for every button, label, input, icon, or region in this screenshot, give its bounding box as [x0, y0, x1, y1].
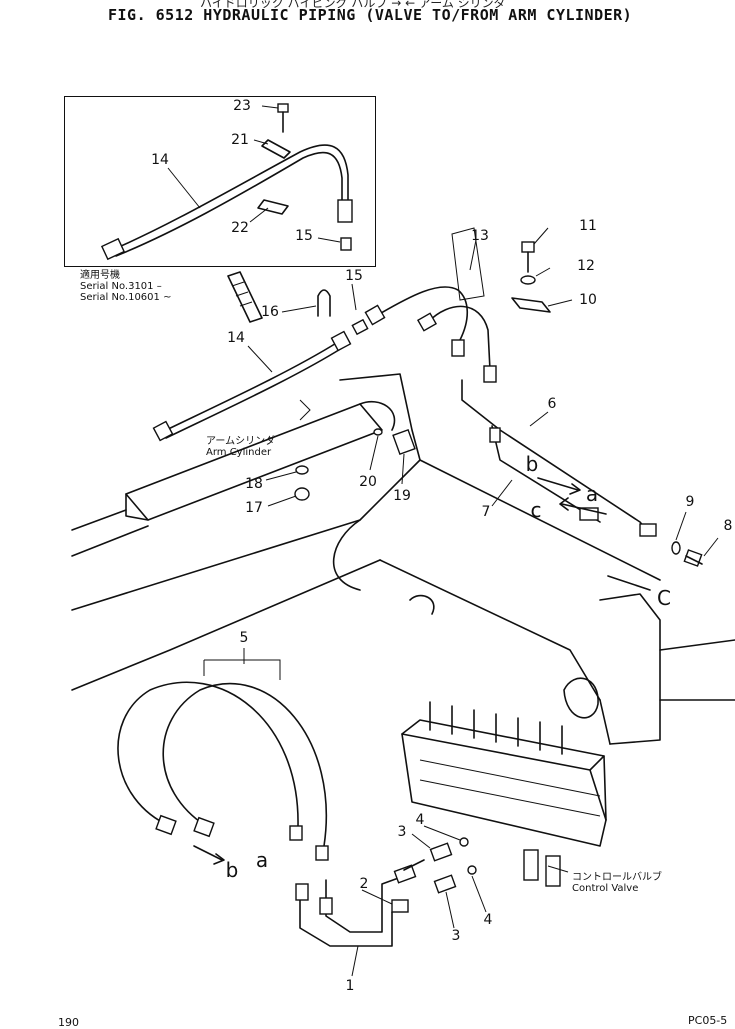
hoses-13 [364, 286, 497, 383]
callout-10: 10 [579, 292, 597, 308]
callout-4-lower: 4 [483, 912, 493, 928]
callout-6: 6 [547, 396, 557, 412]
serial-line-1: Serial No.3101 – [80, 281, 162, 292]
flow-letter-c-lower: c [530, 498, 542, 522]
callout-15: 15 [345, 268, 363, 284]
pipes-6-7 [461, 379, 657, 537]
callout-18: 18 [245, 476, 263, 492]
flow-letter-a-lower: a [255, 848, 269, 872]
hoses-5 [117, 681, 329, 861]
control-valve-label-jp: コントロールバルブ [572, 872, 662, 883]
inset-leader-lines [167, 105, 341, 243]
page-code: PC05-5 [688, 1014, 728, 1027]
callout-23: 23 [233, 98, 251, 114]
u-clamp-16 [317, 289, 331, 317]
callout-3-lower: 3 [451, 928, 461, 944]
callout-17: 17 [245, 500, 263, 516]
callout-1: 1 [345, 978, 355, 994]
flow-letter-b-upper: b [525, 452, 539, 476]
arm-cylinder-label-jp: アームシリンダ [206, 436, 276, 447]
callout-15-inset: 15 [295, 228, 313, 244]
callout-16: 16 [261, 304, 279, 320]
flow-letter-a-upper: a [585, 482, 599, 506]
callout-14-inset: 14 [151, 152, 169, 168]
arm-cylinder-label-en: Arm Cylinder [206, 447, 272, 458]
callout-5: 5 [239, 630, 249, 646]
pipes-1-2 [295, 859, 425, 947]
callout-12: 12 [577, 258, 595, 274]
connectors-3-4 [429, 837, 477, 894]
callout-2: 2 [359, 876, 369, 892]
callout-14: 14 [227, 330, 245, 346]
callout-21: 21 [231, 132, 249, 148]
flow-letter-C-upper: C [657, 586, 671, 610]
callout-8: 8 [723, 518, 733, 534]
callout-7: 7 [481, 504, 491, 520]
callout-13: 13 [471, 228, 489, 244]
callout-20: 20 [359, 474, 377, 490]
inset-frame [64, 96, 376, 267]
arm-cylinder-label: アームシリンダ Arm Cylinder [206, 436, 275, 458]
callout-4-upper: 4 [415, 812, 425, 828]
bolt-8 [671, 541, 703, 567]
main-leader-lines [203, 227, 719, 977]
callout-22: 22 [231, 220, 249, 236]
inset-hose-assembly [100, 103, 353, 261]
spring-guard [227, 271, 263, 323]
callout-9: 9 [685, 494, 695, 510]
callout-3-upper: 3 [397, 824, 407, 840]
figure-title: FIG. 6512 HYDRAULIC PIPING (VALVE TO/FRO… [108, 6, 633, 24]
serial-header: 適用号機 [80, 270, 120, 281]
page-number: 190 [58, 1016, 79, 1029]
boom-structure [71, 373, 735, 745]
callout-11: 11 [579, 218, 597, 234]
flow-arrows [193, 477, 651, 865]
fittings-17-20 [294, 399, 416, 501]
serial-line-2: Serial No.10601 ~ [80, 292, 172, 303]
bolt-11 [511, 241, 551, 313]
callout-19: 19 [393, 488, 411, 504]
hose-14-main [152, 318, 369, 442]
control-valve-label-en: Control Valve [572, 883, 639, 894]
japanese-title: ハイドロリック パイピング バルブ → ← アーム シリンダ [200, 0, 506, 10]
arm-cylinder [71, 400, 396, 557]
flow-letter-b-lower: b [225, 858, 239, 882]
control-valve [401, 701, 607, 887]
serial-note: 適用号機 Serial No.3101 – Serial No.10601 ~ [80, 270, 171, 303]
control-valve-label: コントロールバルブ Control Valve [572, 872, 662, 894]
